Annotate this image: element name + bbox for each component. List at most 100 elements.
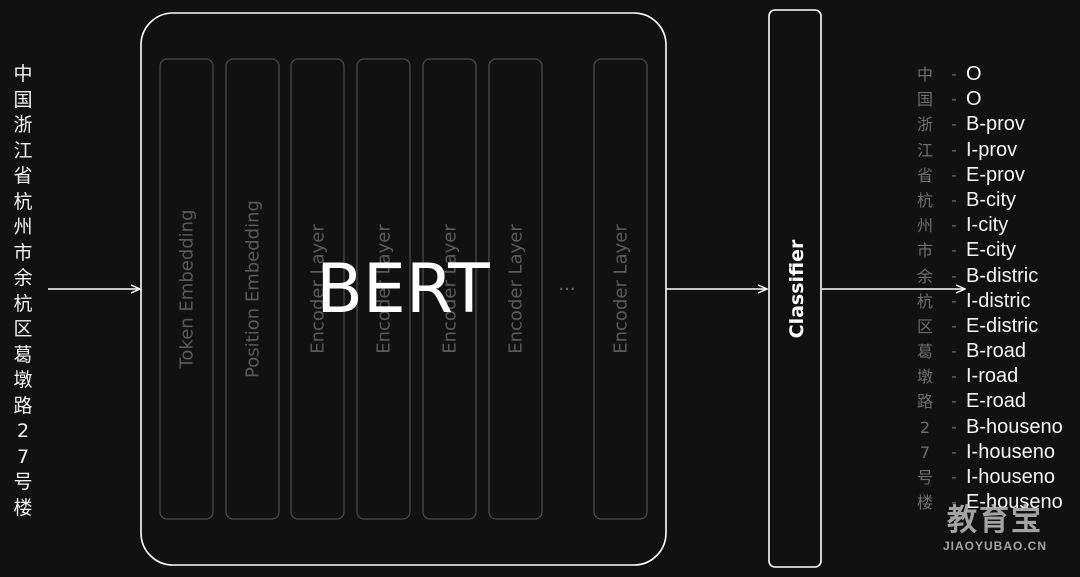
input-char: 7 — [16, 445, 30, 468]
output-row: 省-E-prov — [908, 163, 1080, 188]
input-char: 州 — [13, 216, 33, 238]
input-char: 江 — [13, 139, 33, 162]
output-separator: - — [951, 115, 957, 134]
output-separator: - — [951, 90, 957, 109]
output-separator: - — [951, 165, 957, 184]
output-row: 葛-B-road — [908, 339, 1080, 364]
output-separator: - — [951, 367, 957, 386]
layer-label: Encoder Layer — [506, 224, 527, 354]
output-char: 路 — [916, 392, 933, 412]
input-char: 号 — [13, 471, 33, 493]
input-char: 中 — [13, 63, 33, 85]
layer-label: Token Embedding — [177, 209, 198, 369]
input-char: 国 — [13, 88, 33, 111]
output-row: 市-E-city — [908, 238, 1080, 263]
output-separator: - — [951, 190, 957, 209]
watermark-logo: 教育宝 JIAOYUBAO.CN — [920, 504, 1070, 554]
output-char: 葛 — [916, 342, 933, 362]
output-tag: O — [966, 88, 982, 111]
output-separator: - — [951, 417, 957, 436]
layer-box — [225, 58, 280, 520]
input-char: 杭 — [13, 190, 33, 213]
output-row: 杭-I-distric — [908, 289, 1080, 314]
output-char: 2 — [919, 417, 931, 437]
watermark-main: 教育宝 — [947, 503, 1043, 538]
output-tag: E-houseno — [966, 491, 1063, 514]
output-row: 号-I-houseno — [908, 465, 1080, 490]
output-tag: I-city — [966, 214, 1009, 237]
output-tag: B-distric — [966, 264, 1039, 287]
output-char: 州 — [916, 216, 933, 236]
layer-label: Encoder Layer — [374, 224, 395, 354]
layer-label: Position Embedding — [243, 200, 264, 378]
output-char: 省 — [916, 165, 933, 185]
output-tag: E-prov — [966, 163, 1025, 186]
input-char: 杭 — [13, 292, 33, 315]
output-row: 楼-E-houseno — [908, 490, 1080, 515]
output-char: 国 — [916, 90, 933, 110]
output-row: 中-O — [908, 62, 1080, 87]
output-separator: - — [951, 266, 957, 285]
output-row: 路-E-road — [908, 389, 1080, 414]
output-tag: B-prov — [966, 113, 1025, 136]
bert-title: BERT — [316, 250, 490, 329]
output-row: 2-B-houseno — [908, 415, 1080, 440]
output-tag: I-houseno — [966, 466, 1055, 488]
output-separator: - — [951, 216, 957, 235]
output-row: 江-I-prov — [908, 138, 1080, 163]
output-char: 杭 — [916, 190, 933, 210]
output-char: 墩 — [916, 367, 933, 387]
output-tag: E-city — [966, 239, 1016, 262]
input-char: 浙 — [13, 114, 33, 136]
bert-layers: Token Embedding Position Embedding Encoder… — [159, 58, 648, 520]
output-char: 余 — [916, 266, 933, 286]
output-tag: O — [966, 63, 982, 85]
output-separator: - — [951, 342, 957, 361]
output-char: 号 — [916, 468, 933, 487]
output-char: 7 — [919, 442, 931, 462]
layer-box — [290, 58, 345, 520]
output-row: 州-I-city — [908, 213, 1080, 238]
output-row: 墩-I-road — [908, 364, 1080, 389]
input-char: 2 — [16, 420, 30, 442]
output-tag: B-city — [966, 188, 1016, 211]
output-separator: - — [951, 316, 957, 335]
input-char: 葛 — [13, 343, 33, 366]
layer-box — [159, 58, 214, 520]
output-separator: - — [951, 65, 957, 83]
output-row: 杭-B-city — [908, 188, 1080, 213]
output-tag: E-road — [966, 390, 1027, 413]
layer-box — [593, 58, 648, 520]
layer-box — [488, 58, 543, 520]
layer-label: Encoder Layer — [308, 224, 329, 354]
input-char: 省 — [13, 165, 33, 187]
output-separator: - — [951, 291, 957, 310]
layer-label: Encoder Layer — [440, 224, 461, 354]
watermark-sub: JIAOYUBAO.CN — [942, 539, 1047, 553]
output-row: 余-B-distric — [908, 264, 1080, 289]
input-char: 楼 — [13, 496, 33, 519]
layer-box — [356, 58, 411, 520]
output-tag: I-road — [966, 365, 1019, 388]
classifier-label: Classifier — [786, 239, 808, 338]
output-char: 中 — [916, 65, 933, 84]
output-char: 杭 — [916, 291, 933, 311]
output-separator: - — [951, 442, 957, 461]
classifier-box — [768, 9, 822, 568]
output-char: 江 — [916, 140, 933, 160]
output-separator: - — [951, 241, 957, 260]
layer-box — [422, 58, 477, 520]
layer-label: Encoder Layer — [611, 224, 632, 354]
output-row: 浙-B-prov — [908, 112, 1080, 137]
output-tag: E-distric — [966, 314, 1039, 337]
output-separator: - — [951, 493, 957, 512]
input-char: 区 — [13, 318, 33, 340]
output-tag: I-distric — [966, 289, 1031, 312]
output-separator: - — [951, 392, 957, 411]
output-char: 浙 — [916, 115, 933, 135]
output-char: 市 — [916, 241, 933, 261]
layers-ellipsis: ... — [558, 274, 575, 295]
